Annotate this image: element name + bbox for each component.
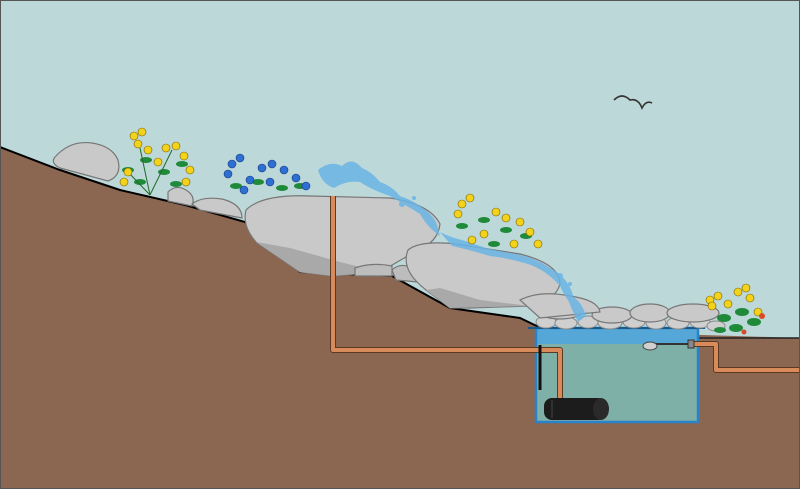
rock-ledge-upper-shade xyxy=(256,242,380,276)
rock-small-2 xyxy=(191,197,243,219)
yellow-flower-cluster-3 xyxy=(705,283,765,335)
submersible-pump-icon xyxy=(544,398,609,420)
blue-flower-cluster xyxy=(223,153,311,195)
yellow-flower-cluster-1 xyxy=(119,127,195,196)
auto-fill-pipe xyxy=(690,341,800,373)
yellow-flower-cluster-2 xyxy=(453,193,543,249)
bird-icon xyxy=(613,95,653,110)
waterfall-cascade xyxy=(318,161,586,322)
rock-ledge-lower-shade xyxy=(426,288,530,308)
feed-pipe xyxy=(330,196,563,398)
float-valve-icon xyxy=(642,339,695,351)
rock-small-3 xyxy=(354,263,393,277)
hillside-rocks xyxy=(52,141,601,319)
rock-top-left xyxy=(52,141,120,182)
basin-top-water xyxy=(536,328,698,344)
